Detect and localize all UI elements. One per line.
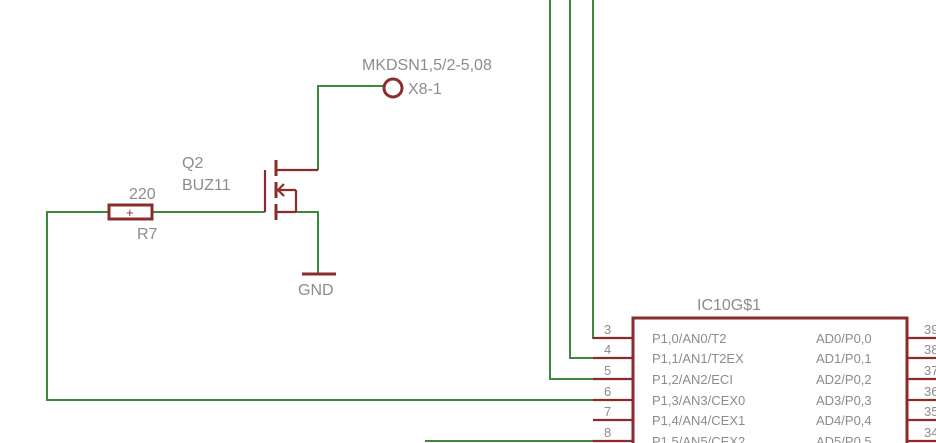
pin-label: P1,2/AN2/ECI [652, 372, 733, 387]
connector-package-label: MKDSN1,5/2-5,08 [362, 57, 492, 74]
pin-label: AD3/P0,3 [816, 393, 872, 408]
resistor-body [107, 203, 154, 221]
pin-label: AD4/P0,4 [816, 413, 872, 428]
pin-label: AD5/P0,5 [816, 434, 872, 443]
transistor-name-label: Q2 [182, 155, 203, 172]
pin-label: P1,4/AN4/CEX1 [652, 413, 745, 428]
pin-number: 35 [924, 404, 936, 419]
wire-pin5 [549, 0, 633, 380]
transistor-value-label: BUZ11 [182, 177, 231, 194]
ground-label: GND [298, 282, 334, 299]
ic-outline [631, 316, 909, 443]
pin-number: 38 [924, 342, 936, 357]
wire-pin3 [592, 0, 633, 339]
pin-number: 36 [924, 384, 936, 399]
resistor-value-label: 220 [129, 186, 156, 203]
resistor-symbol: + [126, 205, 134, 220]
pin-number: 7 [604, 404, 611, 419]
pin-number: 37 [924, 363, 936, 378]
pin-number: 5 [604, 363, 611, 378]
pin-number: 3 [604, 322, 611, 337]
pin-label: AD1/P0,1 [816, 351, 872, 366]
wire-pin4 [569, 0, 633, 359]
wire-r7-to-pin6 [46, 211, 633, 401]
wire-source-to-gnd [296, 211, 319, 274]
connector-name-label: X8-1 [408, 81, 442, 98]
wires [46, 0, 633, 442]
pin-label: P1,5/AN5/CEX2 [652, 434, 745, 443]
pin-label: AD2/P0,2 [816, 372, 872, 387]
ic-10g: IC10G$1 3 4 5 6 7 8 P1,0/AN0/T2 P1,1/AN1… [593, 297, 936, 443]
transistor-q2: Q2 BUZ11 [182, 155, 318, 220]
pin-number: 34 [924, 425, 936, 440]
pin-number: 8 [604, 425, 611, 440]
pin-label: P1,3/AN3/CEX0 [652, 393, 745, 408]
pin-label: P1,1/AN1/T2EX [652, 351, 744, 366]
ic-name-label: IC10G$1 [697, 297, 761, 314]
resistor-name-label: R7 [137, 226, 158, 243]
resistor-r7: + 220 R7 [107, 186, 158, 243]
body-arrow [276, 183, 285, 197]
pin-number: 39 [924, 322, 936, 337]
pin-label: P1,0/AN0/T2 [652, 331, 726, 346]
connector-x8: MKDSN1,5/2-5,08 X8-1 [362, 57, 492, 99]
ic-left-pins: 3 4 5 6 7 8 P1,0/AN0/T2 P1,1/AN1/T2EX P1… [593, 322, 745, 443]
ic-right-pins: 39 38 37 36 35 34 AD0/P0,0 AD1/P0,1 AD2/… [816, 322, 936, 443]
pin-number: 4 [604, 342, 611, 357]
connector-pad [382, 77, 404, 99]
pin-number: 6 [604, 384, 611, 399]
pin-label: AD0/P0,0 [816, 331, 872, 346]
ground-symbol: GND [298, 272, 336, 299]
wire-drain-to-x8 [317, 85, 384, 170]
